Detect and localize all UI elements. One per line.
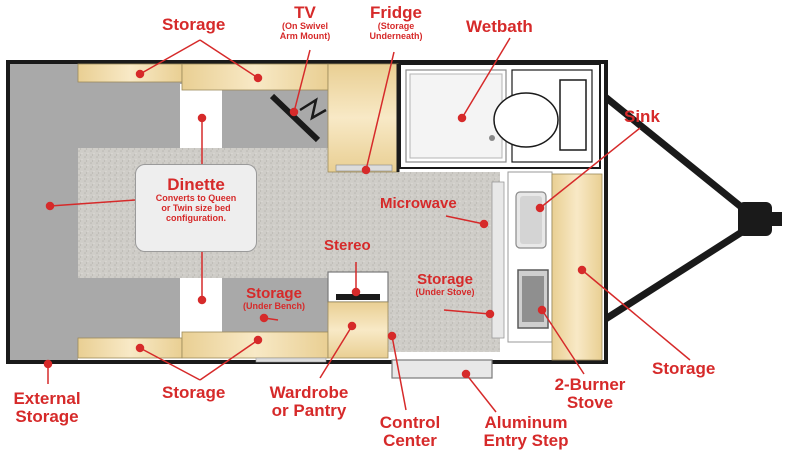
label-microwave: Microwave (380, 195, 457, 212)
label-storage-bottom: Storage (162, 383, 226, 402)
label-fridge: Fridge (Storage Underneath) (369, 3, 423, 41)
label-2-burner-stove: 2-Burner Stove (554, 375, 626, 412)
bottom-storage-strip (77, 337, 183, 359)
external-storage-area (10, 64, 78, 360)
label-storage-under-stove: Storage (Under Stove) (415, 271, 475, 297)
right-storage (551, 173, 603, 361)
tv-arm (269, 93, 327, 143)
dinette-callout-box (135, 164, 257, 252)
label-wardrobe-pantry: Wardrobe or Pantry (269, 383, 349, 420)
label-wetbath: Wetbath (466, 17, 533, 36)
label-dinette: Dinette Converts to Queen or Twin size b… (155, 175, 237, 223)
trailer-hitch (601, 93, 782, 323)
microwave-shelf (491, 181, 505, 339)
entry-step (391, 359, 493, 379)
label-storage-right: Storage (652, 359, 716, 378)
leader-lines (43, 37, 691, 413)
label-aluminum-entry-step: Aluminum Entry Step (483, 413, 569, 450)
label-storage-under-bench: Storage (Under Bench) (242, 285, 305, 311)
label-storage-top: Storage (162, 15, 226, 34)
label-tv: TV (On Swivel Arm Mount) (279, 3, 331, 41)
top-storage-strip (77, 63, 183, 83)
label-sink: Sink (624, 107, 660, 126)
label-stereo: Stereo (324, 237, 371, 254)
label-external-storage: External Storage (13, 389, 81, 426)
label-control-center: Control Center (379, 413, 441, 450)
